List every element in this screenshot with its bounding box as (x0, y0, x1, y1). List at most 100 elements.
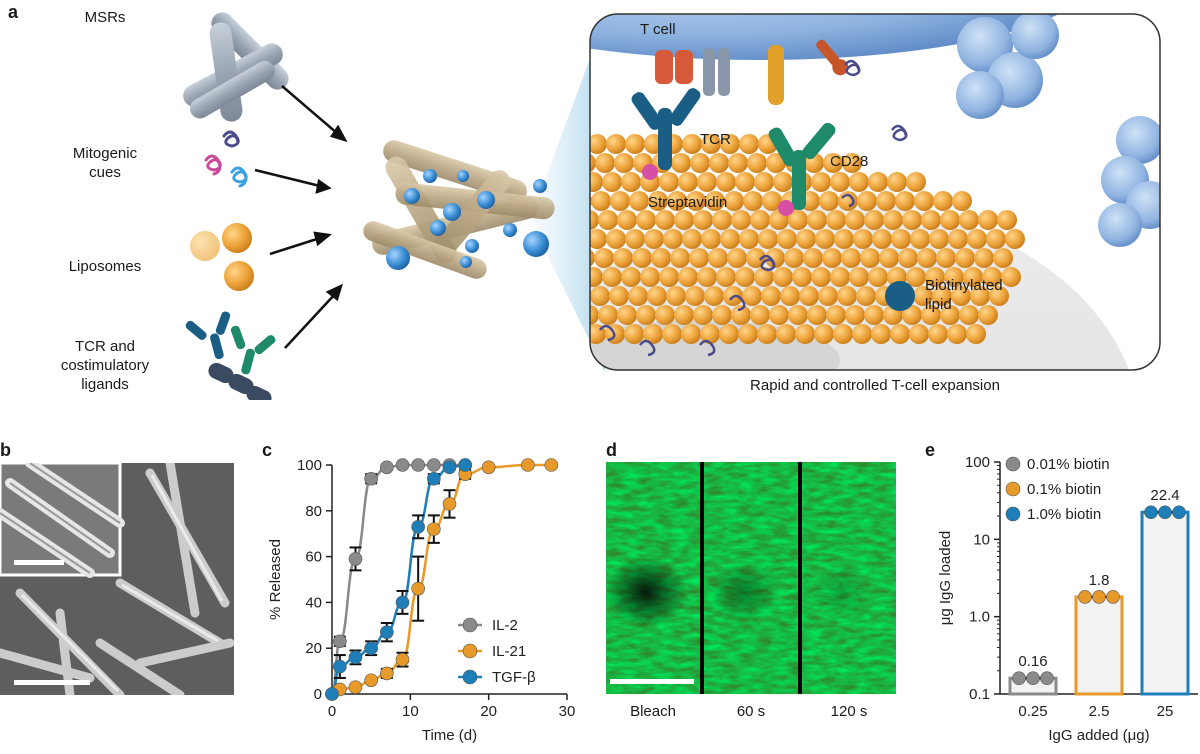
legend-label: IL-2 (492, 617, 518, 634)
data-point-1 (380, 667, 393, 680)
y-tick-label: 40 (305, 594, 322, 611)
y-tick-label: 10 (973, 531, 990, 548)
data-point-1 (349, 681, 362, 694)
x-axis-label: IgG added (μg) (1048, 727, 1149, 744)
data-point-2 (333, 660, 346, 673)
timepoint-label-120s: 120 s (804, 703, 894, 720)
data-point-1 (443, 497, 456, 510)
timepoint-label-60s: 60 s (706, 703, 796, 720)
data-point-1 (427, 523, 440, 536)
replicate-point (1159, 506, 1172, 519)
data-point-1 (482, 461, 495, 474)
data-point-0 (396, 459, 409, 472)
x-tick-label: 0.25 (1018, 703, 1047, 720)
data-point-2 (396, 596, 409, 609)
legend-marker (1006, 482, 1020, 496)
data-point-0 (380, 461, 393, 474)
sem-micrograph (0, 463, 234, 695)
data-point-2 (380, 626, 393, 639)
data-point-1 (365, 674, 378, 687)
data-point-0 (365, 472, 378, 485)
data-point-2 (443, 461, 456, 474)
data-point-0 (412, 459, 425, 472)
y-tick-label: 20 (305, 640, 322, 657)
data-point-2 (427, 472, 440, 485)
bar-value-label: 0.16 (1018, 653, 1047, 670)
x-tick-label: 20 (480, 703, 497, 720)
scale-bar (14, 680, 90, 685)
replicate-point (1173, 506, 1186, 519)
timepoint-label-bleach: Bleach (608, 703, 698, 720)
legend-marker (463, 670, 477, 684)
legend-label: 1.0% biotin (1027, 506, 1101, 523)
replicate-point (1013, 672, 1026, 685)
replicate-point (1107, 590, 1120, 603)
scaffold-icon (360, 137, 555, 281)
assembly-arrows (255, 86, 345, 348)
data-point-1 (545, 459, 558, 472)
annotation-cd28: CD28 (830, 152, 868, 171)
panel-a-illustration (0, 0, 1200, 400)
data-point-1 (412, 582, 425, 595)
sem-image (0, 463, 234, 695)
legend-label: TGF-β (492, 669, 536, 686)
x-tick-label: 0 (328, 703, 336, 720)
panel-b-letter: b (0, 440, 11, 461)
legend-marker (1006, 457, 1020, 471)
y-tick-label: 80 (305, 503, 322, 520)
y-axis-label: % Released (267, 539, 284, 620)
legend-marker (463, 618, 477, 632)
y-tick-label: 100 (965, 454, 990, 471)
data-point-2 (459, 459, 472, 472)
replicate-point (1041, 672, 1054, 685)
annotation-tcr: TCR (700, 130, 731, 149)
replicate-point (1093, 590, 1106, 603)
panel-d-letter: d (606, 440, 617, 461)
y-tick-label: 0 (314, 686, 322, 703)
data-point-2 (349, 651, 362, 664)
data-point-0 (349, 552, 362, 565)
bar-2 (1142, 512, 1188, 694)
bar-1 (1076, 597, 1122, 694)
data-point-2 (365, 642, 378, 655)
frap-micrographs (606, 462, 896, 694)
x-tick-label: 10 (402, 703, 419, 720)
x-axis-label: Time (d) (422, 727, 477, 744)
replicate-point (1079, 590, 1092, 603)
tcr-ligands-icon (183, 308, 279, 400)
y-tick-label: 1.0 (969, 609, 990, 626)
bar-value-label: 22.4 (1150, 487, 1179, 504)
data-point-2 (326, 688, 339, 701)
annotation-t-cell: T cell (640, 20, 676, 39)
data-point-1 (396, 653, 409, 666)
data-point-0 (333, 635, 346, 648)
annotation-streptavidin: Streptavidin (648, 193, 727, 212)
replicate-point (1145, 506, 1158, 519)
legend-marker (1006, 507, 1020, 521)
panel-a-caption: Rapid and controlled T-cell expansion (590, 376, 1160, 395)
y-tick-label: 100 (297, 457, 322, 474)
legend-marker (463, 644, 477, 658)
y-axis-label: μg IgG loaded (937, 531, 954, 626)
legend-label: 0.1% biotin (1027, 481, 1101, 498)
frap-scale-bar (610, 679, 694, 684)
data-point-2 (412, 520, 425, 533)
legend-label: IL-21 (492, 643, 526, 660)
replicate-point (1027, 672, 1040, 685)
legend-label: 0.01% biotin (1027, 456, 1110, 473)
liposomes-icon (190, 223, 254, 291)
mitogenic-cues-icon (206, 132, 246, 186)
data-point-1 (521, 459, 534, 472)
msr-rods-icon (179, 8, 293, 123)
y-tick-label: 60 (305, 549, 322, 566)
x-tick-label: 2.5 (1089, 703, 1110, 720)
data-point-0 (427, 459, 440, 472)
inset-scale-bar (14, 560, 64, 565)
bar-value-label: 1.8 (1089, 572, 1110, 589)
x-tick-label: 25 (1157, 703, 1174, 720)
x-tick-label: 30 (559, 703, 576, 720)
